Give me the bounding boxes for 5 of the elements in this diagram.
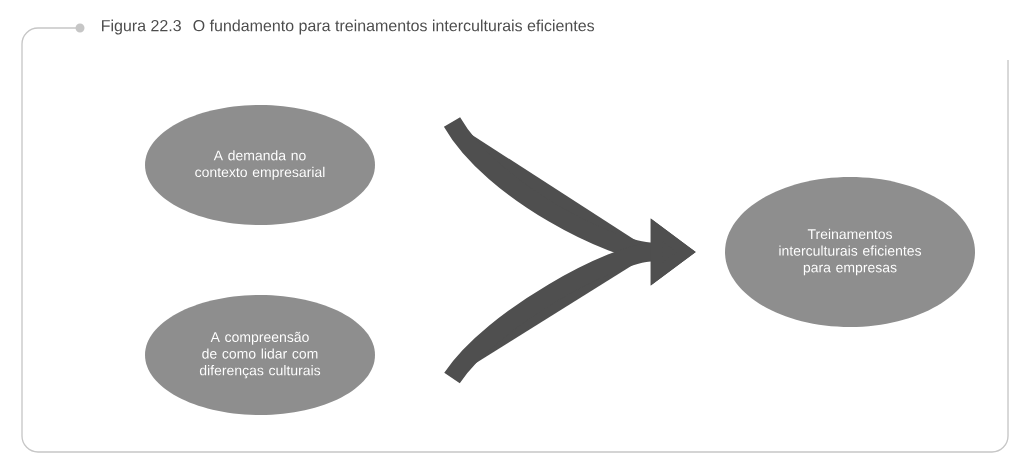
figure-number: Figura 22.3 — [102, 19, 181, 35]
ellipse-node: A compreensão de como lidar com diferenças culturais — [145, 295, 375, 415]
figure-title: O fundamento para treinamentos interculturais eficientes — [193, 19, 595, 35]
ellipse-node: Treinamentos interculturais eficientes para empresas — [725, 177, 975, 327]
ellipse-node: A demanda no contexto empresarial — [145, 105, 375, 225]
